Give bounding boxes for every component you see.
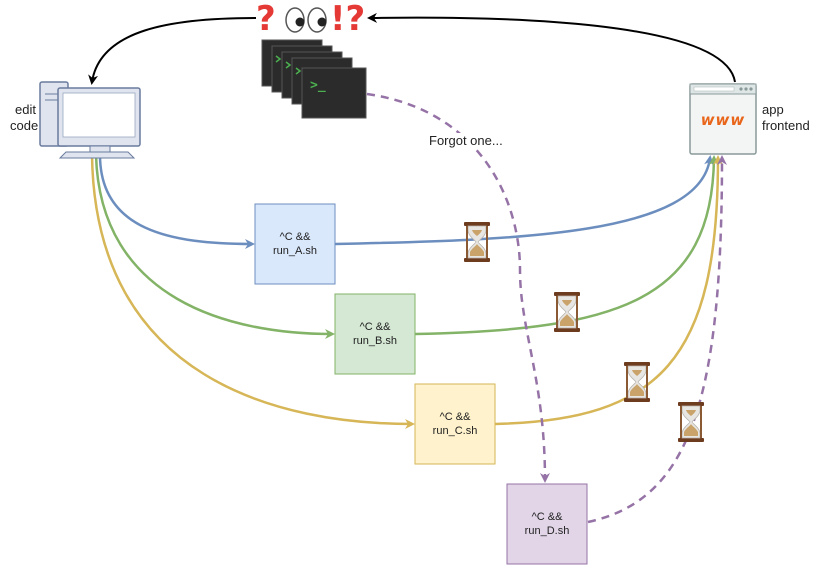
exclamation-question-icon: !? [330, 0, 366, 39]
run-a-line1: ^C && [279, 231, 311, 243]
eyes-icon [285, 7, 327, 33]
label-frontend: frontend [762, 118, 810, 133]
arrow-computer-to-run-a [98, 154, 255, 249]
box-run-c [414, 383, 496, 465]
box-run-b-text: ^C && run_B.sh [335, 294, 415, 374]
hourglass-icon [623, 362, 651, 402]
question-mark-icon: ? [256, 0, 276, 39]
box-run-c-text: ^C && run_C.sh [415, 384, 495, 464]
arrow-run-c-to-frontend [494, 155, 723, 426]
terminal-prompt: >_ [310, 78, 326, 93]
box-run-a-text: ^C && run_A.sh [255, 204, 335, 284]
arrow-run-a-to-frontend [334, 155, 715, 246]
arrow-terminals-to-run-d [366, 92, 550, 483]
run-a-line2: run_A.sh [272, 245, 318, 257]
browser-window-icon [689, 83, 757, 155]
run-c-line1: ^C && [439, 411, 471, 423]
label-forgot-one: Forgot one... [427, 133, 505, 149]
arrow-computer-to-run-b [94, 154, 335, 339]
arrow-computer-to-run-c [90, 154, 415, 429]
box-run-a [254, 203, 336, 285]
desktop-computer-icon [39, 81, 141, 159]
run-b-line2: run_B.sh [352, 335, 398, 347]
run-c-line2: run_C.sh [432, 425, 478, 437]
label-edit: edit [15, 102, 36, 117]
box-run-d [506, 483, 588, 565]
hourglass-icon [677, 402, 705, 442]
arrow-run-d-to-frontend [587, 155, 727, 524]
terminal-stack-icon [261, 39, 367, 119]
box-run-d-text: ^C && run_D.sh [507, 484, 587, 564]
box-run-b [334, 293, 416, 375]
label-app: app [762, 102, 784, 117]
label-code: code [10, 118, 39, 133]
hourglass-icon [553, 292, 581, 332]
arrow-terminals-to-computer [88, 17, 257, 85]
arrow-run-b-to-frontend [414, 155, 719, 336]
hourglass-icon [463, 222, 491, 262]
www-badge: www [700, 111, 746, 129]
run-d-line1: ^C && [531, 511, 563, 523]
run-b-line1: ^C && [359, 321, 391, 333]
run-d-line2: run_D.sh [524, 525, 570, 537]
arrow-frontend-to-terminals [367, 12, 736, 83]
